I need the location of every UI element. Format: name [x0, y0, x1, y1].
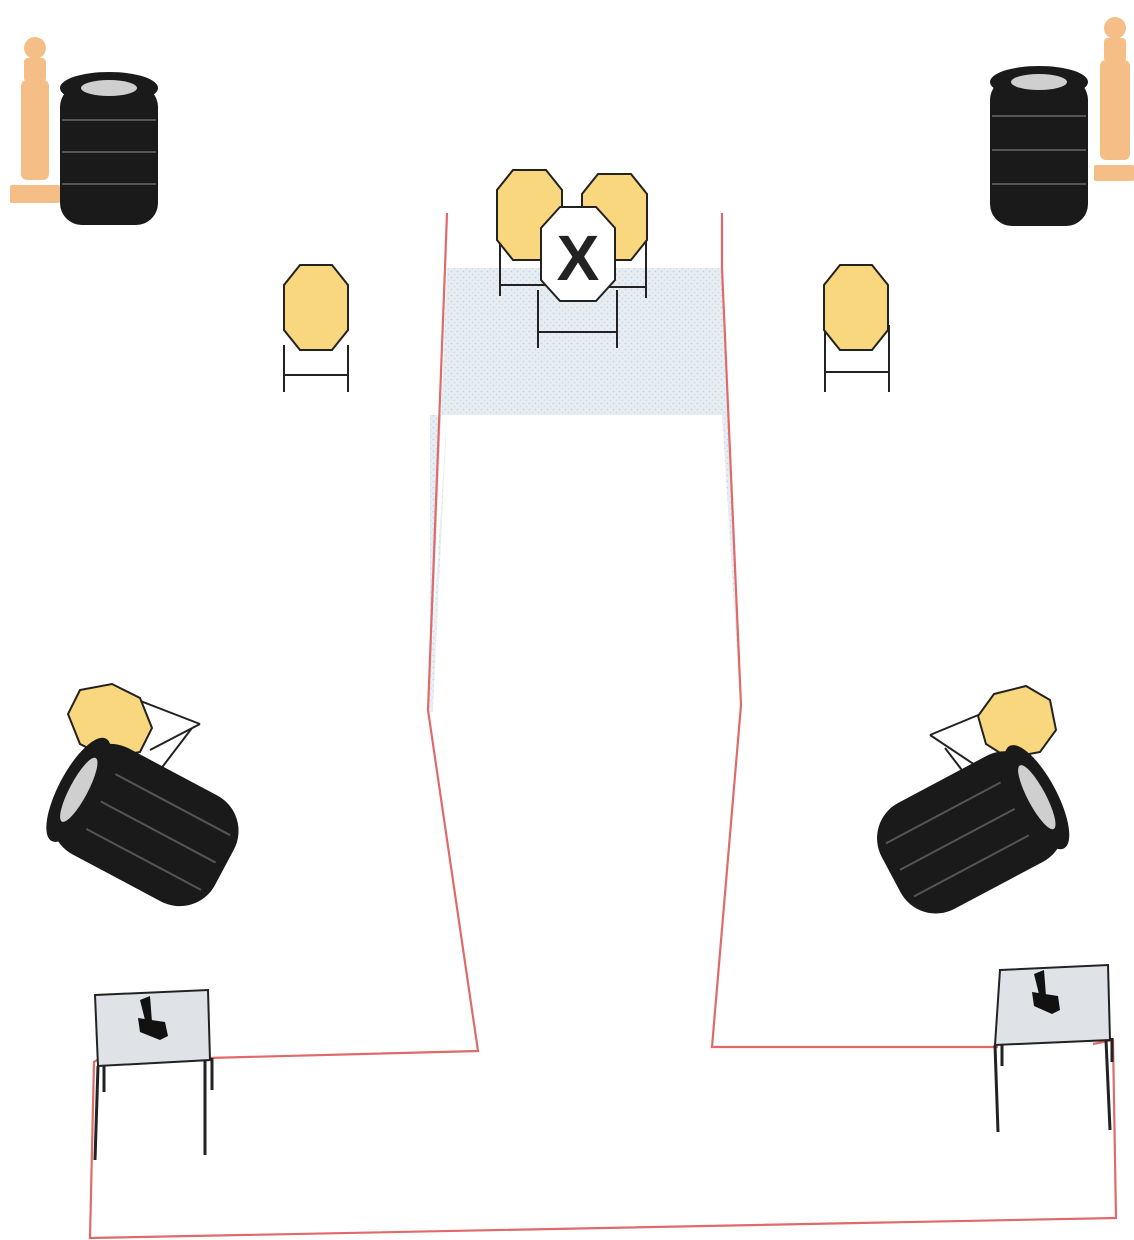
shooting-box-left-lane	[430, 268, 447, 700]
steel-target-icon	[66, 682, 201, 771]
steel-target-icon	[283, 264, 349, 392]
steel-target-icon	[823, 264, 890, 392]
shooting-box	[428, 268, 740, 712]
no-shoot-mark: X	[557, 222, 600, 294]
fault-line-right	[710, 213, 998, 1049]
shooting-box-head	[447, 268, 722, 415]
table-icon	[993, 963, 1114, 1133]
tire-stack-icon	[877, 745, 1070, 914]
steel-target-icon	[929, 684, 1058, 779]
tire-stack-icon	[60, 72, 158, 225]
mannequin-icon	[10, 37, 60, 203]
fault-line-left	[207, 212, 480, 1060]
pistol-icon	[1032, 970, 1060, 1014]
pistol-icon	[138, 996, 168, 1040]
center-target-cluster: X	[496, 169, 648, 348]
tire-stack-icon	[46, 737, 239, 907]
table-icon	[93, 988, 214, 1161]
fault-line-outer-box	[88, 1038, 1118, 1240]
mannequin-icon	[1094, 17, 1134, 181]
tire-stack-icon	[990, 66, 1088, 226]
no-shoot-target-icon: X	[537, 206, 618, 348]
